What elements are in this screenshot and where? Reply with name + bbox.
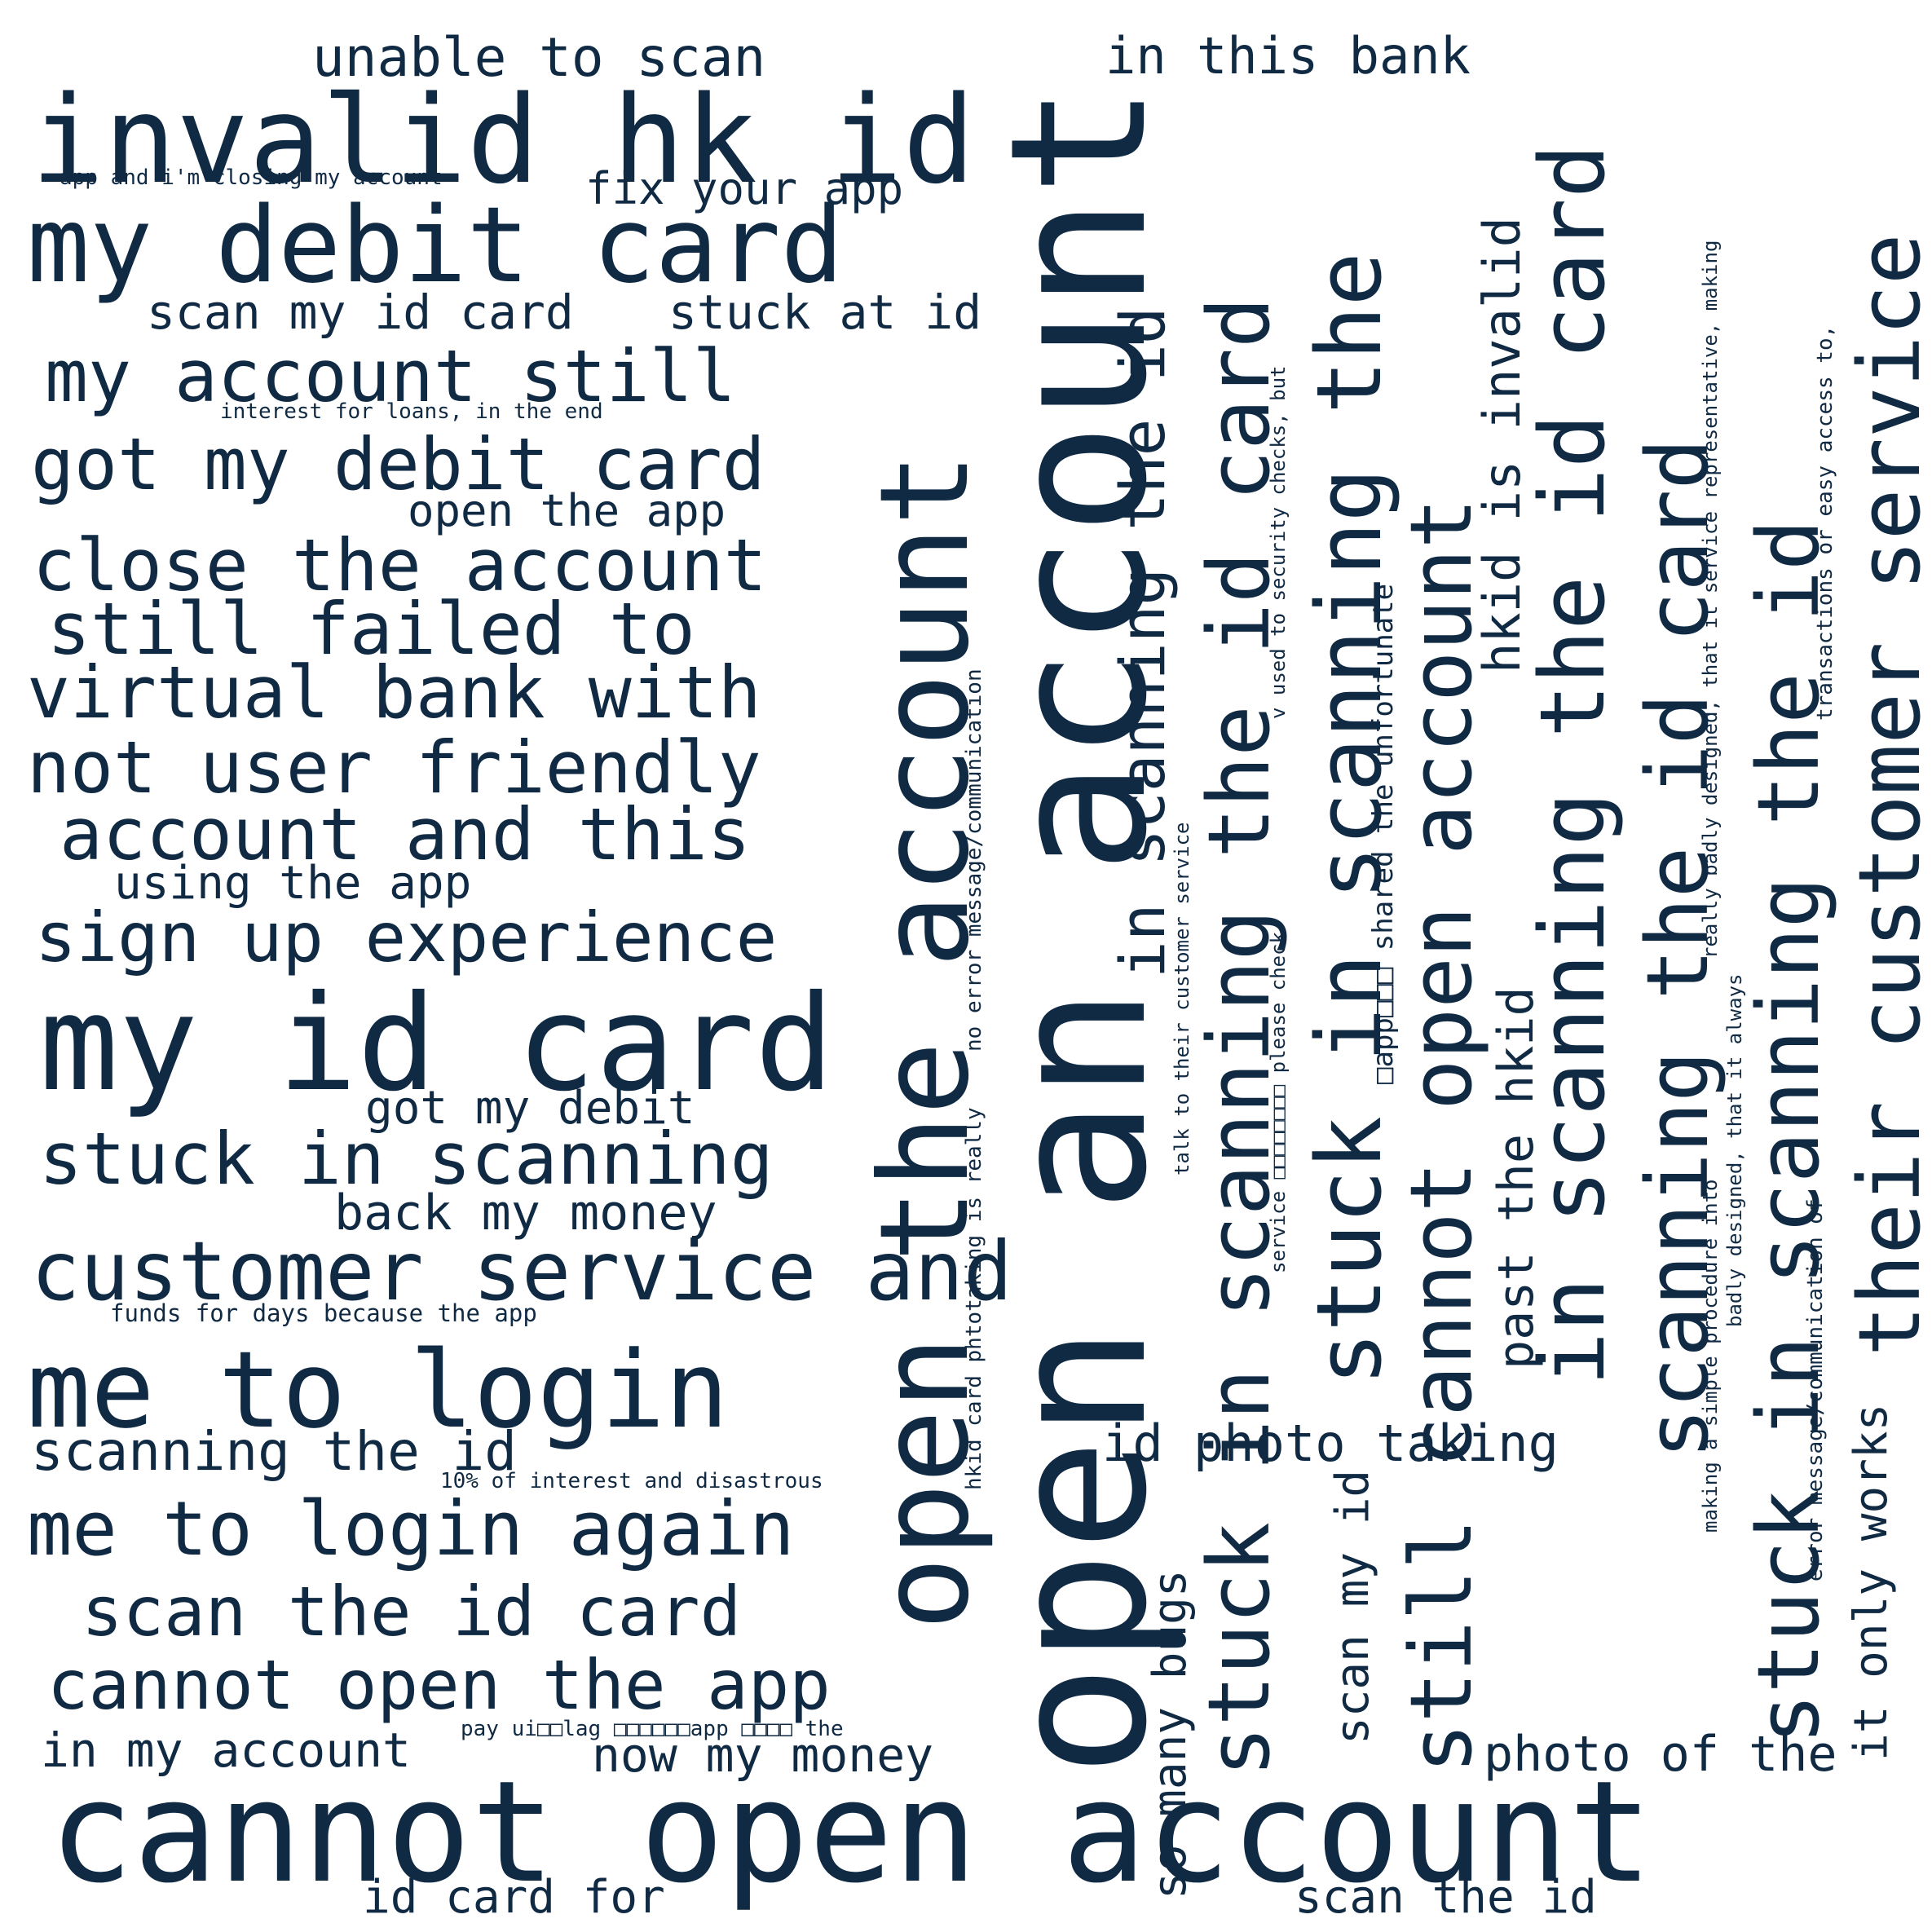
phrase-id-card-for: id card for (363, 1871, 665, 1924)
phrase-so-many-bugs: so many bugs (1144, 1569, 1197, 1899)
phrase-app-and-im-closing-my-account: app and i'm closing my account (60, 165, 443, 190)
phrase-now-my-money: now my money (592, 1727, 934, 1783)
phrase-scan-the-id: scan the id (1295, 1871, 1597, 1924)
phrase-not-user-friendly: not user friendly (27, 726, 761, 809)
phrase-scanning-the-id: scanning the id (31, 1420, 518, 1483)
phrase-back-my-money: back my money (334, 1184, 717, 1242)
phrase-no-error-message: no error message/communication (962, 668, 986, 1052)
phrase-cannot-open-account: cannot open account (49, 1750, 1653, 1914)
phrase-scan-my-id-card: scan my id card (147, 285, 574, 340)
phrase-in-my-account: in my account (41, 1722, 411, 1778)
phrase-still-cannot-open-account: still cannot open account (1392, 497, 1491, 1774)
phrase-me-to-login: me to login (27, 1328, 729, 1452)
phrase-v-used-to-security-checks: v used to security checks, but (1267, 365, 1290, 719)
phrase-open-the-app: open the app (408, 485, 726, 536)
phrase-got-my-debit: got my debit (365, 1082, 695, 1135)
phrase-their-customer-service: their customer service (1840, 233, 1932, 1357)
phrase-stuck-in-scanning: stuck in scanning (39, 1117, 774, 1201)
phrase-invalid-hk-id: invalid hk id (31, 70, 976, 210)
phrase-unable-to-scan: unable to scan (312, 26, 766, 89)
phrase-sign-up-experience: sign up experience (35, 898, 778, 977)
phrase-error-message-communication-of: error message/communication of (1803, 1198, 1828, 1581)
phrase-close-the-account: close the account (33, 523, 767, 607)
phrase-scan-my-id: scan my id (1326, 1469, 1379, 1745)
phrase-transactions-or-easy-access: transactions or easy access to, (1813, 324, 1837, 721)
phrase-account-and-this: account and this (60, 792, 751, 876)
phrase-it-only-works: it only works (1845, 1403, 1898, 1761)
phrase-my-debit-card: my debit card (27, 185, 844, 307)
phrase-id-photo-taking: id photo taking (1102, 1414, 1559, 1473)
phrase-making-a-simple-procedure: making a simple procedure into (1699, 1179, 1722, 1533)
phrase-interest-for-loans: interest for loans, in the end (220, 399, 603, 424)
phrase-got-my-debit-card: got my debit card (31, 422, 765, 506)
phrase-virtual-bank-with: virtual bank with (27, 651, 761, 734)
phrase-cannot-open-the-app: cannot open the app (47, 1645, 831, 1725)
phrase-my-account-still: my account still (45, 334, 736, 418)
phrase-customer-service-and: customer service and (31, 1224, 1013, 1319)
phrase-10-of-interest: 10% of interest and disastrous (440, 1469, 823, 1493)
phrase-in-scanning-the-id: in scanning the id (1106, 307, 1179, 978)
phrase-scan-the-id-card: scan the id card (82, 1572, 742, 1652)
phrase-funds-for-days: funds for days because the app (110, 1299, 537, 1327)
phrase-pay-ui-lag: pay ui□□lag □□□□□□app □□□□ the (461, 1717, 844, 1741)
phrase-in-this-bank: in this bank (1105, 26, 1471, 86)
phrase-stuck-at-id: stuck at id (668, 285, 982, 340)
phrase-in-scanning-the-id-card: in scanning the id card (1520, 143, 1625, 1386)
phrase-photo-of-the: photo of the (1484, 1726, 1837, 1783)
phrase-service-please-check: service □□□□□□□□ please check (1267, 931, 1290, 1273)
phrase-me-to-login-again: me to login again (27, 1485, 795, 1573)
phrase-still-failed-to: still failed to (47, 587, 695, 671)
phrase-using-the-app: using the app (114, 857, 472, 910)
phrase-hkid-card-phtotaking: hkid card phtotaking is really (962, 1107, 986, 1490)
phrase-my-id-card: my id card (39, 968, 835, 1121)
phrase-really-badly-designed: really badly designed, that it service r… (1699, 240, 1722, 959)
phrase-fix-your-app: fix your app (585, 163, 904, 214)
